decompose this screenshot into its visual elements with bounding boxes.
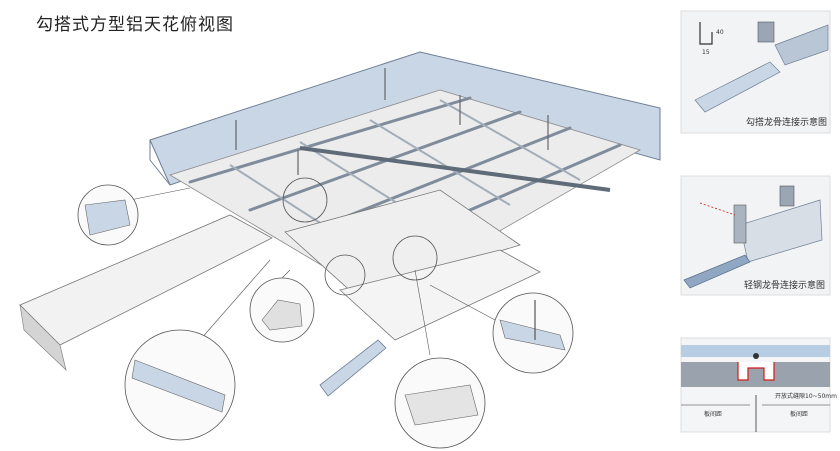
- small-circle-b: [324, 254, 366, 296]
- hook-keel-clip: [757, 21, 775, 43]
- cross-tee-4: [439, 99, 581, 181]
- light-steel-clip: [779, 185, 795, 207]
- leader-5: [429, 284, 496, 321]
- hook-keel-rail: [694, 61, 781, 113]
- loose-rail: [319, 339, 387, 397]
- light-steel-caption: 轻钢龙骨连接示意图: [744, 279, 825, 291]
- detached-panel-right-1: [284, 189, 521, 296]
- small-circle-c: [392, 235, 438, 281]
- slab-edge: [149, 140, 171, 186]
- leader-3: [199, 259, 271, 341]
- detached-panel-left: [19, 214, 273, 346]
- detail-1-rail: [84, 199, 131, 236]
- main-rail-1: [188, 96, 472, 184]
- section-gap-profile: [737, 362, 775, 381]
- page-title: 勾搭式方型铝天花俯视图: [36, 15, 234, 35]
- leader-4: [414, 269, 431, 356]
- light-steel-rail: [683, 254, 751, 289]
- section-bolt: [753, 353, 759, 359]
- hook-keel-caption: 勾搭龙骨连接示意图: [746, 116, 827, 128]
- section-top-band: [681, 345, 830, 357]
- detail-2-profile: [261, 299, 303, 331]
- hook-keel-channel: [774, 24, 829, 66]
- light-steel-hanger: [733, 204, 747, 244]
- small-circle-a: [282, 177, 328, 223]
- detached-panel-left-edge: [19, 304, 67, 371]
- callout-circles: [77, 177, 574, 449]
- carrier-channel: [299, 146, 611, 192]
- light-steel-channel: [739, 199, 823, 263]
- detail-4-profile: [404, 384, 479, 426]
- detail-3-rail: [131, 359, 226, 413]
- detached-panel-right-2: [339, 249, 541, 341]
- section-left-label: 板间距: [704, 410, 722, 418]
- leader-1: [129, 187, 191, 201]
- hook-keel-dim-height: 40: [716, 29, 724, 36]
- section-right-label: 板间距: [790, 410, 808, 418]
- section-gap-label: 开放式缝隙10~50mm: [775, 392, 837, 400]
- hook-keel-dim-width: 15: [702, 49, 710, 56]
- hook-keel-profile: [699, 22, 713, 45]
- detail-5-rail: [499, 319, 566, 351]
- cross-tee-3: [369, 119, 511, 206]
